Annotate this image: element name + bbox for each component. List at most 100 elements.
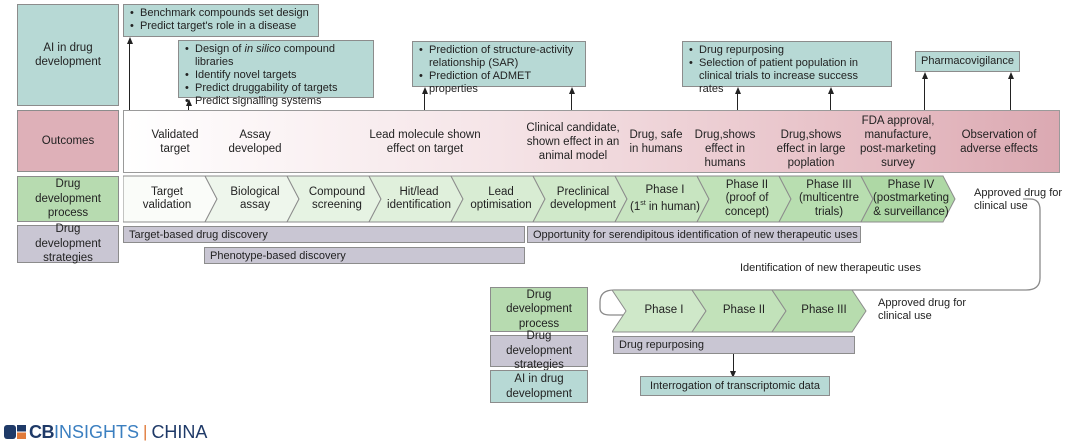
process-step-line: Phase I	[645, 183, 685, 196]
ai-item-prefix: Design of	[195, 43, 245, 55]
ai-item: Prediction of ADMET properties	[419, 70, 579, 96]
process-step-line: validation	[142, 199, 192, 211]
arrow-up-icon	[922, 72, 928, 79]
process-step-line: Phase IV	[887, 178, 935, 191]
ai-box-transcriptomic: Interrogation of transcriptomic data	[640, 376, 830, 396]
process-step-line: (postmarketing	[872, 192, 950, 205]
process-step-text: Phase IV(postmarketing& surveillance)	[873, 179, 949, 220]
row-label-outcomes: Outcomes	[17, 110, 119, 172]
ai-item: Identify novel targets	[185, 69, 367, 82]
logo-region: CHINA	[151, 421, 208, 442]
row-label-process: Drug development process	[17, 176, 119, 222]
ai-item: Prediction of structure-activity relatio…	[419, 44, 579, 70]
strategy-drug-repurposing-text: Drug repurposing	[619, 339, 704, 351]
arrow-line	[1010, 78, 1012, 112]
arrow-line	[924, 78, 926, 112]
arrow-up-icon	[828, 87, 834, 94]
logo-cb: CB	[29, 421, 55, 442]
cbinsights-logo: CB INSIGHTS | CHINA	[4, 422, 207, 442]
arrow-line	[830, 93, 832, 120]
outcome-drug-safe: Drug, safe in humans	[629, 129, 683, 155]
repurpose-label-strategies-text: Drug development strategies	[506, 330, 572, 372]
process-step-line: Biological	[230, 185, 280, 198]
process-step-line: & surveillance)	[873, 205, 949, 218]
arrow-line	[424, 93, 426, 120]
strategy-drug-repurposing: Drug repurposing	[613, 336, 855, 354]
process-step-chevron	[860, 175, 956, 223]
arrow-line	[129, 43, 131, 120]
arrow-up-icon	[186, 99, 192, 106]
cbinsights-logo-icon	[4, 425, 26, 439]
ai-box-pharmacovigilance: Pharmacovigilance	[915, 51, 1020, 72]
repurpose-label-ai-text: AI in drug development	[506, 373, 572, 400]
outcome-clinical-candidate: Clinical candidate, shown effect in an a…	[526, 122, 620, 162]
strategy-serendipitous: Opportunity for serendipitous identifica…	[527, 226, 861, 243]
process-step-text: Phase I (1st in human)	[630, 184, 700, 215]
process-step-line: optimisation	[470, 199, 532, 211]
logo-insights: INSIGHTS	[54, 421, 140, 442]
process-step-line: Lead	[488, 185, 514, 198]
ai-box-target: Benchmark compounds set design Predict t…	[123, 4, 319, 37]
row-label-strategies: Drug development strategies	[17, 223, 119, 265]
arrow-line	[733, 354, 735, 372]
repurpose-chevrons	[612, 289, 867, 333]
ai-item: Interrogation of transcriptomic data	[650, 379, 820, 392]
outcomes-band	[123, 110, 1060, 173]
process-step-line: development	[550, 199, 616, 211]
ai-box-assay: Design of in silico compound libraries I…	[178, 40, 374, 108]
arrow-down-icon	[730, 371, 736, 378]
strategy-target-based-text: Target-based drug discovery	[129, 228, 268, 241]
ai-box-clinical: Drug repurposing Selection of patient po…	[682, 41, 892, 95]
row-label-strategies-text: Drug development strategies	[35, 223, 101, 265]
ai-item: Benchmark compounds set design	[130, 7, 312, 20]
repurpose-phase-chevron	[771, 289, 867, 333]
process-step-line: Hit/lead	[399, 185, 439, 198]
ai-item: Selection of patient population in clini…	[689, 57, 885, 96]
repurpose-label-process-text: Drug development process	[506, 288, 572, 330]
ai-item: Design of in silico compound libraries	[185, 43, 367, 69]
outcome-fda-approval: FDA approval, manufacture, post-marketin…	[859, 115, 937, 169]
repurpose-label-strategies: Drug development strategies	[490, 330, 588, 371]
arrow-up-icon	[127, 37, 133, 44]
process-chevrons	[123, 175, 956, 223]
row-label-ai: AI in drug development	[17, 4, 119, 106]
repurpose-phase-label: Phase III	[801, 304, 847, 317]
arrow-up-icon	[422, 87, 428, 94]
process-step-line: concept)	[724, 205, 770, 218]
process-step-line: Phase III	[806, 178, 852, 191]
outcome-assay-developed: Assay developed	[228, 129, 282, 155]
loop-label: Identification of new therapeutic uses	[740, 262, 922, 274]
row-label-process-text: Drug development process	[35, 178, 101, 220]
process-step-line: screening	[312, 199, 362, 211]
process-step-line: (1st in human)	[629, 200, 701, 213]
process-step-line: (multicentre	[798, 192, 860, 205]
strategy-phenotype-based-text: Phenotype-based discovery	[210, 249, 346, 262]
arrow-up-icon	[735, 87, 741, 94]
strategy-serendipitous-text: Opportunity for serendipitous identifica…	[533, 228, 858, 241]
outcome-lead-molecule: Lead molecule shown effect on target	[369, 129, 481, 155]
ai-item-italic: in silico	[244, 43, 281, 55]
ai-item: Predict signalling systems	[185, 95, 367, 108]
superscript: st	[640, 200, 646, 208]
arrow-line	[737, 93, 739, 120]
ai-box-lead: Prediction of structure-activity relatio…	[412, 41, 586, 95]
row-label-outcomes-text: Outcomes	[41, 134, 95, 147]
ai-item: Drug repurposing	[689, 44, 885, 57]
ai-item: Pharmacovigilance	[921, 55, 1014, 67]
strategy-target-based: Target-based drug discovery	[123, 226, 525, 243]
process-step-label: Phase I (1st in human)	[627, 176, 703, 222]
repurpose-phase-label: Phase I	[644, 304, 684, 317]
approved-drug-label: Approved drug for clinical use	[974, 187, 1063, 212]
